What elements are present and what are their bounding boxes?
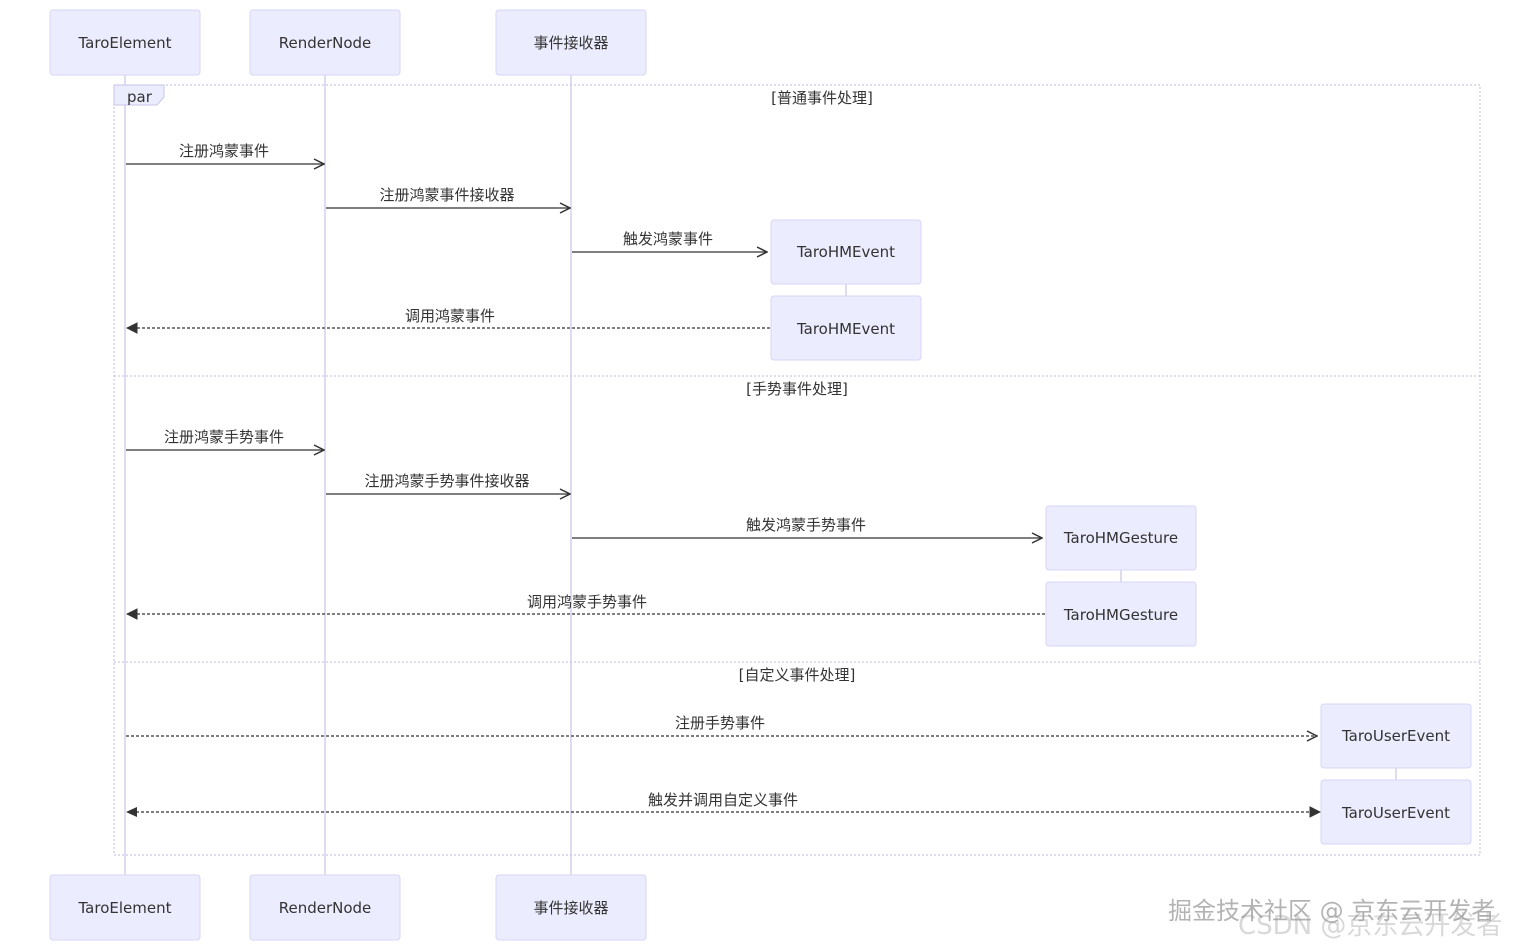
message-label: 注册鸿蒙事件接收器 [379, 186, 514, 204]
participant-label: TaroHMEvent [796, 243, 895, 261]
actor-event-receiver-bottom: 事件接收器 [495, 874, 647, 941]
message-label: 调用鸿蒙手势事件 [527, 593, 647, 611]
message-label: 注册手势事件 [675, 714, 765, 732]
par-tag-box [113, 84, 165, 106]
actor-label: 事件接收器 [533, 34, 608, 52]
participant-tarohmgesture-end: TaroHMGesture [1045, 581, 1197, 647]
par-tag-label: par [127, 88, 153, 106]
actor-label: TaroElement [78, 34, 172, 52]
participant-label: TaroUserEvent [1341, 804, 1450, 822]
section-label-normal: [普通事件处理] [771, 89, 873, 107]
actor-label: 事件接收器 [533, 899, 608, 917]
participant-label: TaroHMEvent [796, 320, 895, 338]
message-arrow-tail [126, 807, 137, 817]
participant-tarouserevent-create: TaroUserEvent [1320, 703, 1472, 769]
message-label: 注册鸿蒙手势事件 [164, 428, 284, 446]
participant-tarohmevent-end: TaroHMEvent [770, 295, 922, 361]
watermark-csdn: CSDN @京东云开发者 [1238, 911, 1502, 941]
actor-taroelement-top: TaroElement [49, 9, 201, 76]
actor-taroelement-bottom: TaroElement [49, 874, 201, 941]
message-label: 触发并调用自定义事件 [648, 791, 798, 809]
message-label: 注册鸿蒙手势事件接收器 [364, 472, 529, 490]
participant-tarohmevent-create: TaroHMEvent [770, 219, 922, 285]
section-label-gesture: [手势事件处理] [746, 380, 848, 398]
message-label: 调用鸿蒙事件 [405, 307, 495, 325]
participant-tarouserevent-end: TaroUserEvent [1320, 779, 1472, 845]
actor-rendernode-top: RenderNode [249, 9, 401, 76]
participant-label: TaroUserEvent [1341, 727, 1450, 745]
actor-event-receiver-top: 事件接收器 [495, 9, 647, 76]
message-label: 触发鸿蒙手势事件 [746, 516, 866, 534]
message-label: 触发鸿蒙事件 [623, 230, 713, 248]
section-label-custom: [自定义事件处理] [739, 666, 856, 684]
actor-rendernode-bottom: RenderNode [249, 874, 401, 941]
participant-label: TaroHMGesture [1063, 606, 1178, 624]
actor-label: RenderNode [279, 899, 372, 917]
participant-tarohmgesture-create: TaroHMGesture [1045, 505, 1197, 571]
actor-label: TaroElement [78, 899, 172, 917]
par-frame [113, 84, 1481, 856]
actor-label: RenderNode [279, 34, 372, 52]
message-label: 注册鸿蒙事件 [179, 142, 269, 160]
watermark-juejin: 掘金技术社区 @ 京东云开发者 [1168, 897, 1495, 925]
participant-label: TaroHMGesture [1063, 529, 1178, 547]
